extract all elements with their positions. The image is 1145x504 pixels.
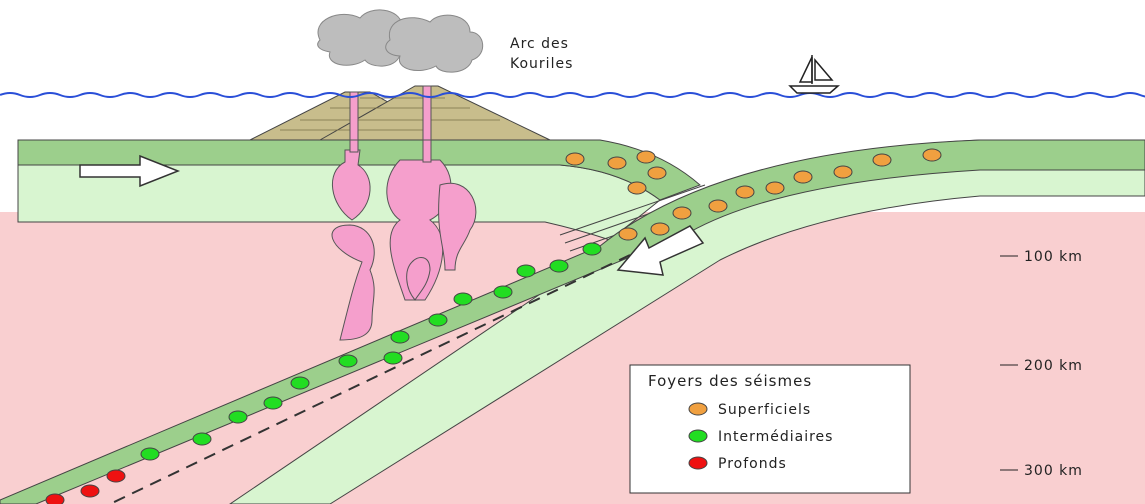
earthquake-focus: [229, 411, 247, 423]
earthquake-focus: [429, 314, 447, 326]
earthquake-focus: [264, 397, 282, 409]
earthquake-focus: [454, 293, 472, 305]
legend-label-intermediate: Intermédiaires: [718, 429, 833, 445]
depth-200-label: 200 km: [1024, 358, 1083, 374]
earthquake-focus: [608, 157, 626, 169]
earthquake-focus: [384, 352, 402, 364]
earthquake-focus: [494, 286, 512, 298]
smoke-cloud-icon: [318, 10, 483, 72]
title-line-1: Arc des: [510, 36, 569, 52]
legend-label-deep: Profonds: [718, 456, 787, 472]
earthquake-focus: [391, 331, 409, 343]
legend-swatch-superficial: [689, 403, 707, 415]
earthquake-focus: [193, 433, 211, 445]
earthquake-focus: [873, 154, 891, 166]
legend: Foyers des séismes Superficiels Interméd…: [630, 365, 910, 493]
earthquake-focus: [619, 228, 637, 240]
mantle: [0, 212, 1145, 504]
depth-300-label: 300 km: [1024, 463, 1083, 479]
earthquake-focus: [834, 166, 852, 178]
earthquake-focus: [637, 151, 655, 163]
earthquake-focus: [923, 149, 941, 161]
earthquake-focus: [291, 377, 309, 389]
earthquake-focus: [107, 470, 125, 482]
earthquake-focus: [651, 223, 669, 235]
legend-swatch-deep: [689, 457, 707, 469]
legend-label-superficial: Superficiels: [718, 402, 811, 418]
title-line-2: Kouriles: [510, 56, 573, 72]
earthquake-focus: [550, 260, 568, 272]
legend-title: Foyers des séismes: [648, 372, 812, 390]
earthquake-focus: [736, 186, 754, 198]
earthquake-focus: [46, 494, 64, 504]
earthquake-focus: [648, 167, 666, 179]
earthquake-focus: [628, 182, 646, 194]
earthquake-focus: [583, 243, 601, 255]
earthquake-focus: [517, 265, 535, 277]
earthquake-focus: [709, 200, 727, 212]
earthquake-focus: [673, 207, 691, 219]
earthquake-focus: [794, 171, 812, 183]
earthquake-focus: [766, 182, 784, 194]
depth-100-label: 100 km: [1024, 249, 1083, 265]
earthquake-focus: [566, 153, 584, 165]
earthquake-focus: [81, 485, 99, 497]
earthquake-focus: [339, 355, 357, 367]
legend-swatch-intermediate: [689, 430, 707, 442]
earthquake-focus: [141, 448, 159, 460]
